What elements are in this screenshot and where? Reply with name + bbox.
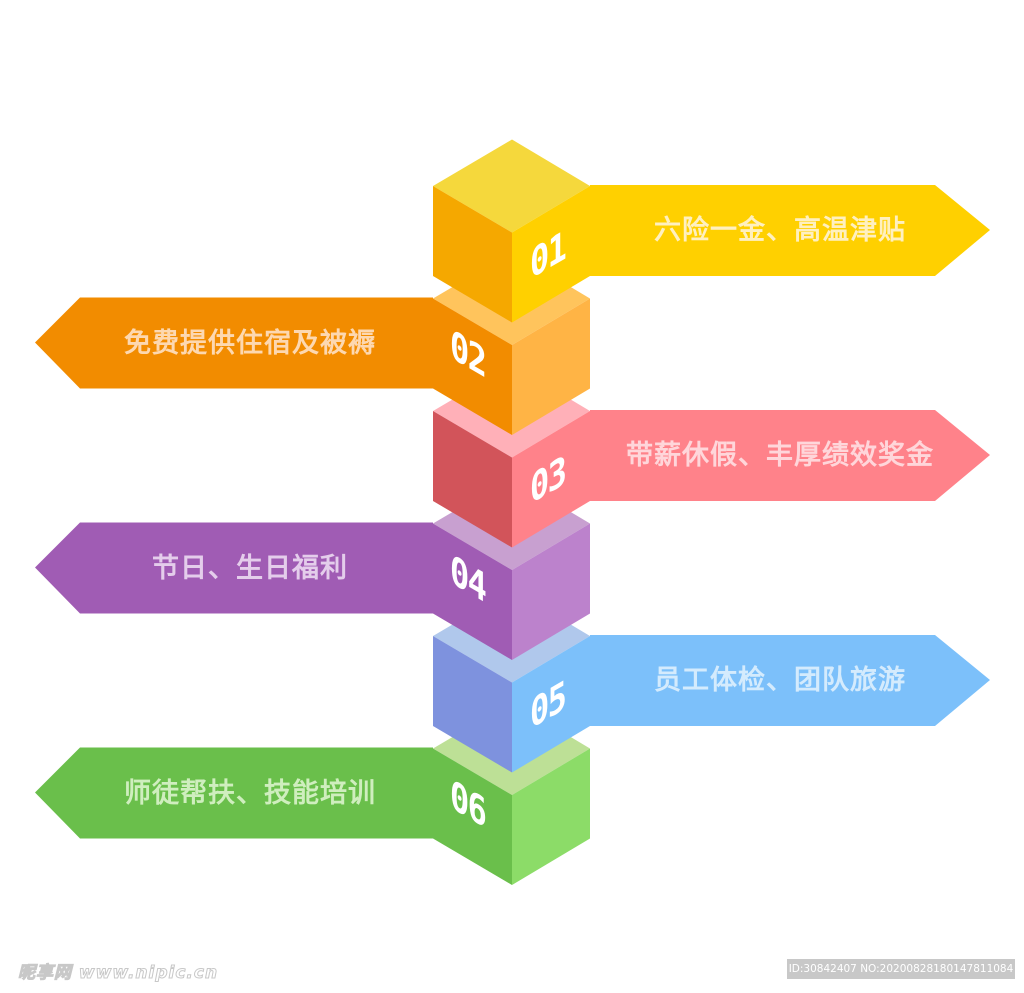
step-1-arrow-right — [590, 185, 990, 276]
step-5-cube-right — [512, 636, 590, 773]
step-1-label: 六险一金、高温津贴 — [654, 215, 906, 246]
step-4-arrow-left — [35, 522, 433, 614]
step-3-label: 带薪休假、丰厚绩效奖金 — [626, 440, 934, 471]
step-1-cube-left — [433, 186, 512, 323]
step-1-cube-top — [433, 139, 590, 233]
step-2-group — [35, 252, 590, 435]
step-4-label: 节日、生日福利 — [152, 552, 348, 584]
step-1-group — [433, 139, 990, 323]
step-2-arrow-left — [35, 297, 433, 389]
step-3-arrow-right — [590, 410, 990, 501]
watermark-id: ID:30842407 NO:20200828180147811084 — [787, 959, 1015, 979]
step-1-cube-right — [512, 186, 590, 323]
step-5-cube-left — [433, 636, 512, 773]
step-6-cube-left — [433, 748, 512, 885]
step-2-cube-left — [433, 298, 512, 435]
step-4-cube-right — [512, 523, 590, 660]
step-6-cube-right — [512, 748, 590, 885]
step-2-label: 免费提供住宿及被褥 — [124, 327, 376, 359]
step-3-cube-right — [512, 411, 590, 548]
step-6-label: 师徒帮扶、技能培训 — [124, 777, 376, 809]
step-6-arrow-left — [35, 747, 433, 839]
step-5-label: 员工体检、团队旅游 — [654, 665, 906, 696]
step-5-arrow-right — [590, 635, 990, 726]
step-3-cube-left — [433, 411, 512, 548]
watermark-site: 昵享网 www.nipic.cn — [17, 963, 219, 984]
step-4-cube-left — [433, 523, 512, 660]
step-2-cube-right — [512, 298, 590, 435]
